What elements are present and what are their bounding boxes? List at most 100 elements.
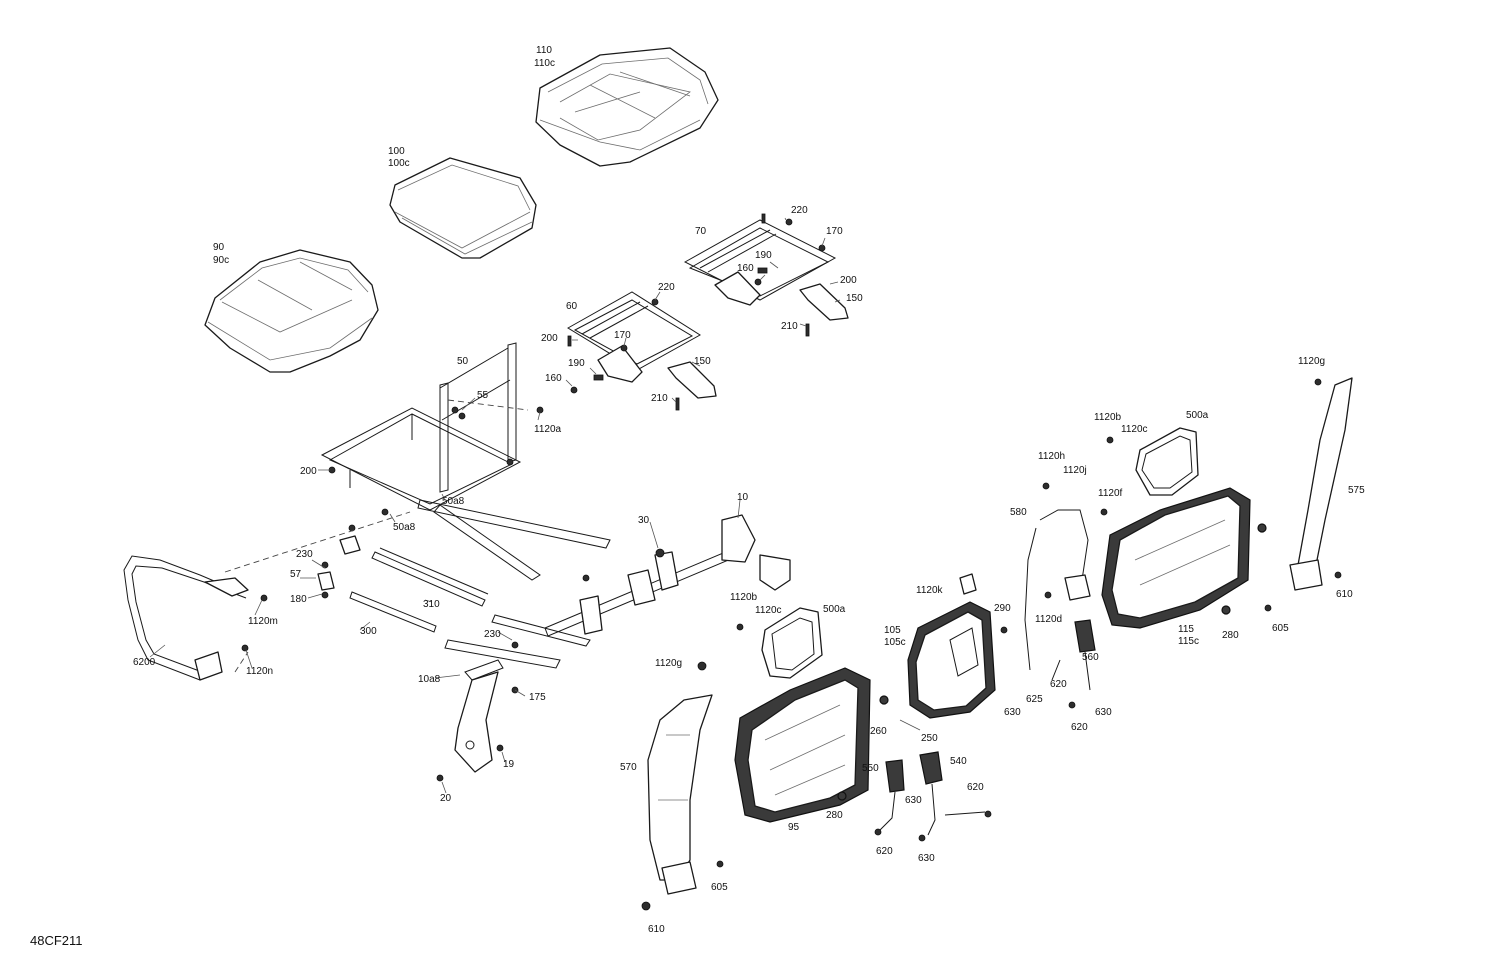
part-label-77: 500a — [1186, 410, 1209, 421]
main-frame-50 — [320, 342, 611, 581]
part-label-84: 605 — [1272, 623, 1289, 634]
part-label-42: 20 — [440, 793, 452, 804]
part-label-8: 170 — [826, 226, 843, 237]
backrest-105 — [899, 573, 1008, 731]
backrest-115 — [1101, 487, 1267, 629]
part-label-36: 6200 — [133, 657, 156, 668]
part-label-69: 625 — [1026, 694, 1043, 705]
part-label-19: 160 — [545, 373, 562, 384]
part-label-28: 10 — [737, 492, 749, 503]
part-label-14: 60 — [566, 301, 578, 312]
seat-belt-580 — [1024, 482, 1108, 671]
part-label-50: 95 — [788, 822, 800, 833]
buckle-560 — [1051, 619, 1096, 709]
part-label-58: 550 — [862, 763, 879, 774]
part-label-31: 57 — [290, 569, 302, 580]
seat-frame-60 — [567, 291, 701, 383]
part-label-27: 50a8 — [393, 522, 416, 533]
seat-cushion-90 — [204, 249, 379, 373]
part-label-9: 190 — [755, 250, 772, 261]
part-label-2: 100 — [388, 146, 405, 157]
part-label-59: 630 — [905, 795, 922, 806]
part-label-3: 100c — [388, 158, 410, 169]
part-label-46: 1120g — [655, 658, 682, 669]
part-label-37: 1120n — [246, 666, 273, 677]
rail-310 — [339, 535, 489, 607]
part-label-18: 190 — [568, 358, 585, 369]
part-label-81: 1120g — [1298, 356, 1325, 367]
part-label-6: 220 — [791, 205, 808, 216]
part-label-34: 300 — [360, 626, 377, 637]
part-label-75: 1120b — [1094, 412, 1122, 423]
part-label-47: 570 — [620, 762, 637, 773]
part-label-57: 250 — [921, 733, 938, 744]
part-label-13: 210 — [781, 321, 798, 332]
part-label-7: 70 — [695, 226, 707, 237]
part-label-82: 575 — [1348, 485, 1365, 496]
part-label-39: 10a8 — [418, 674, 441, 685]
part-label-74: 620 — [1071, 722, 1088, 733]
part-label-4: 90 — [213, 242, 225, 253]
cross-tube-10 — [444, 514, 791, 694]
buckle-550 — [874, 759, 905, 836]
part-label-0: 110 — [536, 45, 552, 56]
part-label-44: 1120c — [755, 605, 782, 616]
part-label-38: 230 — [484, 629, 501, 640]
seat-frame-70 — [683, 213, 837, 306]
seat-belt-575 — [1264, 377, 1353, 612]
backrest-95 — [734, 667, 889, 823]
part-label-65: 1120h — [1038, 451, 1065, 462]
part-label-49: 610 — [648, 924, 665, 935]
grab-bar-6200 — [123, 511, 411, 681]
part-label-11: 200 — [840, 275, 857, 286]
part-label-33: 310 — [423, 599, 440, 610]
part-label-10: 160 — [737, 263, 754, 274]
part-label-23: 55 — [477, 390, 489, 401]
part-label-45: 500a — [823, 604, 846, 615]
part-label-83: 610 — [1336, 589, 1353, 600]
seat-slider-150a — [799, 283, 849, 337]
part-label-71: 620 — [1050, 679, 1067, 690]
part-label-78: 115 — [1178, 624, 1194, 635]
part-label-66: 1120j — [1063, 465, 1087, 476]
diagram-reference: 48CF211 — [30, 933, 83, 948]
part-label-73: 630 — [1095, 707, 1112, 718]
part-label-55: 105c — [884, 637, 906, 648]
bracket-10a8 — [436, 659, 504, 782]
part-label-63: 620 — [967, 782, 984, 793]
part-label-20: 150 — [694, 356, 711, 367]
part-label-79: 115c — [1178, 636, 1199, 647]
headrest-500a-center — [736, 607, 823, 679]
part-label-67: 1120f — [1098, 488, 1123, 499]
buckle-540 — [918, 751, 992, 842]
part-label-40: 175 — [529, 692, 546, 703]
part-label-64: 580 — [1010, 507, 1027, 518]
part-label-41: 19 — [503, 759, 515, 770]
part-label-22: 50 — [457, 356, 469, 367]
part-label-72: 560 — [1082, 652, 1099, 663]
seat-slider-150b — [667, 361, 717, 411]
part-label-35: 1120m — [248, 616, 278, 627]
part-label-52: 1120k — [916, 585, 944, 596]
part-label-25: 200 — [300, 466, 317, 477]
part-label-51: 280 — [826, 810, 843, 821]
part-label-24: 1120a — [534, 424, 562, 435]
part-label-5: 90c — [213, 255, 229, 266]
part-label-68: 1120d — [1035, 614, 1062, 625]
rail-300 — [317, 571, 437, 633]
part-label-15: 220 — [658, 282, 675, 293]
seat-cushion-100 — [389, 157, 537, 259]
part-label-62: 540 — [950, 756, 967, 767]
part-label-61: 630 — [918, 853, 935, 864]
part-label-16: 200 — [541, 333, 558, 344]
part-label-70: 630 — [1004, 707, 1021, 718]
part-label-26: 50a8 — [442, 496, 465, 507]
part-label-80: 280 — [1222, 630, 1239, 641]
part-label-21: 210 — [651, 393, 668, 404]
part-label-60: 620 — [876, 846, 893, 857]
part-label-48: 605 — [711, 882, 728, 893]
part-label-54: 105 — [884, 625, 901, 636]
part-label-12: 150 — [846, 293, 863, 304]
